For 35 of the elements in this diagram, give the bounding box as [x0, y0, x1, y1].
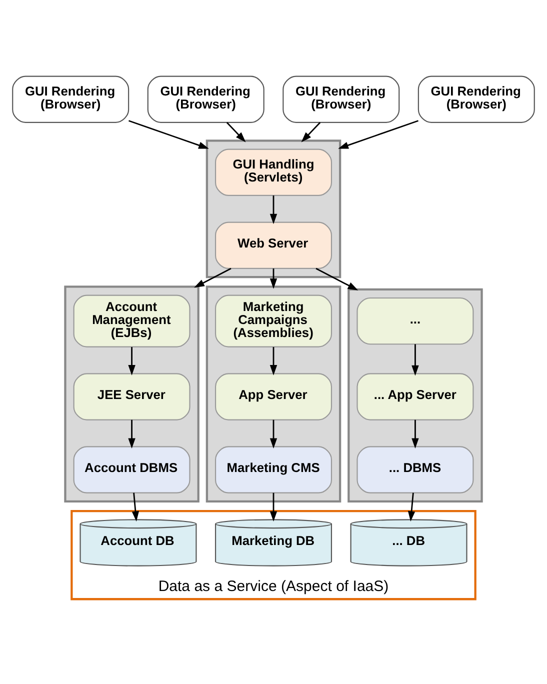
- arrow: [270, 195, 278, 224]
- node-box: ... DBMS: [356, 446, 474, 494]
- node-box: GUI Rendering (Browser): [12, 76, 130, 123]
- node-box: Web Server: [215, 222, 332, 269]
- node-box: Account DBMS: [73, 446, 190, 494]
- arrow: [270, 420, 278, 449]
- arrow: [412, 420, 419, 449]
- arrow: [270, 268, 278, 289]
- cluster: [64, 286, 200, 502]
- arrow: [128, 420, 136, 449]
- arrow: [194, 268, 232, 288]
- arrow: [408, 492, 416, 522]
- arrow: [301, 122, 321, 142]
- node-box: ... App Server: [356, 373, 474, 420]
- node-box: GUI Handling (Servlets): [215, 148, 332, 196]
- arrow: [132, 492, 140, 522]
- arrow: [412, 344, 419, 376]
- arrow: [270, 492, 278, 522]
- arrow: [128, 120, 209, 149]
- arrow: [270, 347, 278, 376]
- node-box: Marketing Campaigns (Assemblies): [215, 294, 332, 348]
- cluster: [206, 286, 342, 502]
- node-box: Marketing CMS: [215, 446, 332, 494]
- node-box: GUI Rendering (Browser): [282, 76, 400, 123]
- node-box: GUI Rendering (Browser): [418, 76, 535, 123]
- node-box: JEE Server: [73, 373, 190, 420]
- arrow: [226, 122, 246, 142]
- node-box: Account Management (EJBs): [73, 294, 190, 348]
- arrow: [338, 120, 418, 149]
- node-box: ...: [356, 297, 474, 345]
- node-box: GUI Rendering (Browser): [147, 76, 264, 123]
- cluster: [348, 288, 483, 502]
- arrow: [128, 347, 136, 376]
- arrow: [316, 268, 358, 290]
- node-box: App Server: [215, 373, 332, 420]
